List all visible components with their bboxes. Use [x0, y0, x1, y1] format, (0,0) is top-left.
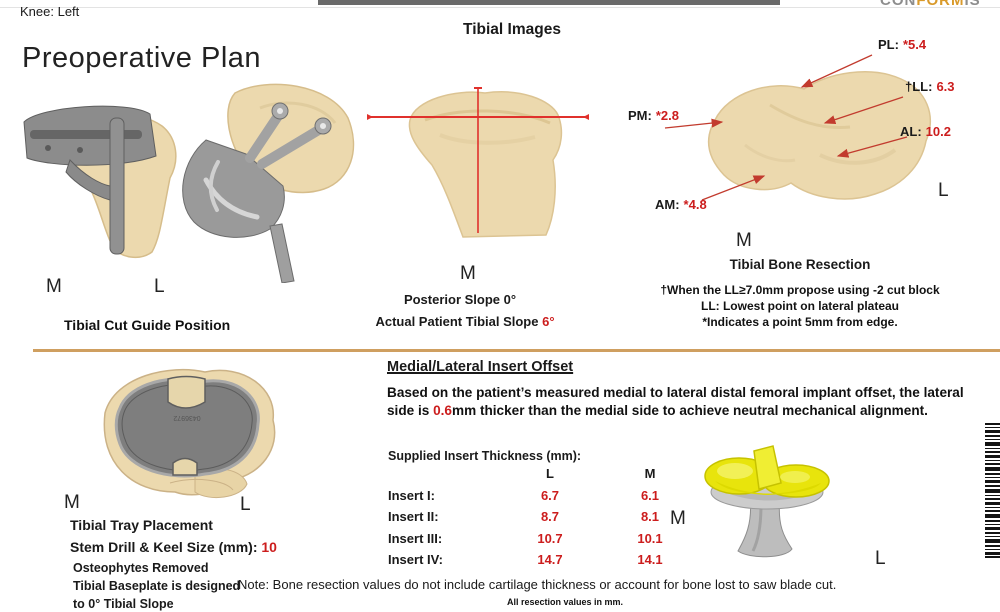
footnote-3: *Indicates a point 5mm from edge. — [702, 315, 898, 329]
measurement-ll: †LL:6.3 — [905, 79, 955, 94]
col-header-m: M — [644, 466, 656, 481]
cut-guide-caption: Tibial Cut Guide Position — [64, 317, 231, 333]
al-label: AL: — [900, 124, 922, 139]
insert-offset-paragraph: Based on the patient’s measured medial t… — [387, 384, 965, 420]
pl-value: *5.4 — [902, 37, 927, 52]
tibial-images-heading: Tibial Images — [463, 21, 561, 38]
insert-row-label: Insert I: — [388, 487, 435, 503]
resection-render — [664, 54, 931, 201]
measurement-am: AM:*4.8 — [655, 197, 707, 212]
resection-footnotes: †When the LL≥7.0mm propose using -2 cut … — [625, 282, 975, 330]
pm-label: PM: — [628, 108, 652, 123]
measurement-pl: PL:*5.4 — [878, 37, 926, 52]
paragraph-part1: Based on the patient’s measured medial t… — [387, 385, 964, 418]
measurement-al: AL:10.2 — [900, 124, 951, 139]
resection-sub-note: All resection values in mm. — [506, 597, 624, 607]
tray-lateral-label: L — [240, 494, 251, 515]
measurement-pm: PM:*2.8 — [628, 108, 679, 123]
logo-part-orange: FORM — [916, 0, 965, 9]
tray-engraving: 0436972 — [173, 414, 200, 421]
insert-row-m-value: 6.1 — [640, 487, 660, 503]
resection-lateral-label: L — [938, 180, 949, 201]
resection-medial-label: M — [736, 230, 752, 251]
tray-placement-render: 0436972 — [103, 368, 276, 498]
stem-value: 10 — [261, 539, 277, 555]
insert-thickness-table: L M Insert I: 6.7 6.1 Insert II: 8.7 8.1… — [388, 466, 700, 567]
insert-row-l-value: 8.7 — [540, 509, 560, 524]
actual-slope-text: Actual Patient Tibial Slope 6° — [350, 314, 580, 329]
insert-render — [704, 445, 830, 558]
insert-row-l-value: 6.7 — [540, 487, 560, 503]
insert-row-m-value: 8.1 — [640, 509, 660, 524]
al-value: 10.2 — [925, 124, 951, 139]
insert-offset-heading: Medial/Lateral Insert Offset — [387, 359, 574, 375]
insert-lateral-label: L — [875, 548, 886, 569]
logo-part-gray: CON — [880, 0, 917, 9]
col-header-l: L — [546, 466, 554, 481]
tray-note-2: Tibial Baseplate is designed — [73, 579, 241, 593]
am-value: *4.8 — [683, 197, 707, 212]
pl-label: PL: — [878, 37, 899, 52]
conformis-logo: CONFORMIS — [880, 0, 990, 9]
slope-medial-label: M — [460, 263, 476, 284]
actual-slope-value: 6° — [542, 314, 555, 329]
insert-row-label: Insert III: — [388, 530, 443, 546]
ll-value: 6.3 — [936, 79, 955, 94]
stem-label: Stem Drill & Keel Size (mm): — [70, 539, 262, 555]
footnote-1: †When the LL≥7.0mm propose using -2 cut … — [660, 283, 940, 297]
stem-drill-keel-size: Stem Drill & Keel Size (mm): 10 — [70, 539, 277, 555]
pm-value: *2.8 — [655, 108, 679, 123]
insert-row-label: Insert IV: — [388, 552, 443, 567]
tray-caption: Tibial Tray Placement — [70, 517, 213, 533]
footnote-2: LL: Lowest point on lateral plateau — [700, 299, 899, 313]
tray-medial-label: M — [64, 492, 80, 513]
section-divider — [33, 349, 1000, 352]
tray-note-1: Osteophytes Removed — [73, 561, 209, 575]
posterior-slope-text: Posterior Slope 0° — [403, 292, 517, 307]
insert-row-l-value: 10.7 — [537, 530, 563, 546]
resection-note: Note: Bone resection values do not inclu… — [238, 577, 837, 592]
table-corner — [388, 466, 500, 481]
top-divider-line — [0, 7, 1000, 8]
conformis-logo-text: CONFORMIS — [880, 0, 990, 9]
insert-row-l-value: 14.7 — [537, 552, 563, 567]
insert-row-label: Insert II: — [388, 509, 439, 524]
cut-guide-lateral-label: L — [154, 276, 165, 297]
cut-guide-medial-label: M — [46, 276, 62, 297]
page-title: Preoperative Plan — [22, 42, 262, 74]
paragraph-part2: mm thicker than the medial side to achie… — [452, 403, 928, 418]
resection-caption: Tibial Bone Resection — [729, 257, 871, 272]
logo-part-gray2: IS — [964, 0, 981, 9]
tray-note-3: to 0° Tibial Slope — [73, 597, 174, 611]
insert-medial-label: M — [670, 508, 686, 529]
knee-side-label: Knee: Left — [20, 4, 80, 19]
actual-slope-prefix: Actual Patient Tibial Slope — [375, 314, 543, 329]
tibia-slope-render — [367, 87, 589, 238]
ll-label: †LL: — [905, 79, 933, 94]
am-label: AM: — [655, 197, 680, 212]
top-window-bar — [318, 0, 780, 5]
insert-table-title: Supplied Insert Thickness (mm): — [388, 449, 582, 463]
barcode — [985, 423, 1000, 558]
insert-row-m-value: 14.1 — [637, 552, 663, 567]
cut-guide-render — [23, 83, 355, 283]
offset-value: 0.6 — [433, 403, 452, 418]
insert-row-m-value: 10.1 — [637, 530, 663, 546]
